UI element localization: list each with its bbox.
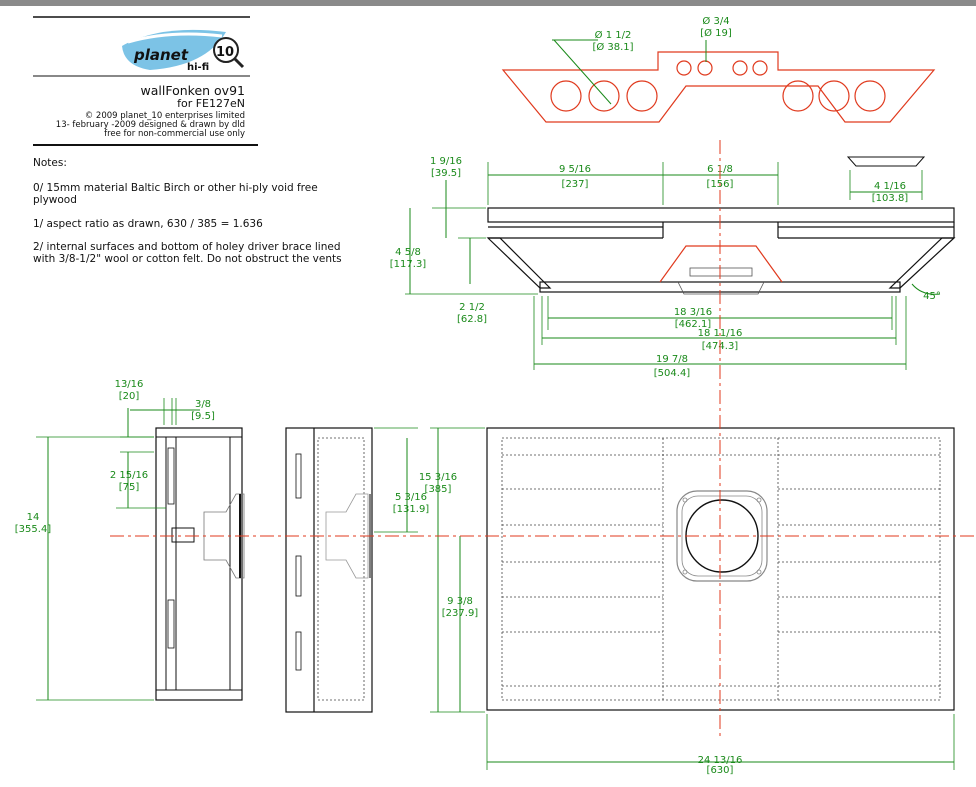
right-side-panel <box>888 237 956 289</box>
dim-9-3-8-b: [237.9] <box>442 608 479 619</box>
dim-4-1-16-a: 4 1/16 <box>874 181 906 192</box>
dim-19-7-8-a: 19 7/8 <box>656 354 688 365</box>
note-0-line-1: 0/ 15mm material Baltic Birch or other h… <box>33 182 318 194</box>
driver-section <box>689 267 753 277</box>
dim-19-7-8-b: [504.4] <box>654 368 691 379</box>
note-2-line-1: 2/ internal surfaces and bottom of holey… <box>33 241 341 253</box>
dim-1-9-16-b: [39.5] <box>431 168 461 179</box>
note-0-line-2: plywood <box>33 194 77 206</box>
section-view: 9 5/16 [237] 6 1/8 [156] 4 1/16 [103.8] … <box>390 156 956 379</box>
dim-3-8-b: [9.5] <box>191 411 215 422</box>
driver-side-profile-2 <box>325 493 369 579</box>
logo-planet-text: planet <box>133 46 189 64</box>
sheet-top-bar <box>0 0 976 6</box>
dim-1-9-16-a: 1 9/16 <box>430 156 462 167</box>
planet10-logo: planet hi-fi 10 <box>122 29 245 73</box>
dim-14-b: [355.4] <box>15 524 52 535</box>
small-hole-1 <box>676 60 692 76</box>
dim-4-5-8-b: [117.3] <box>390 259 427 270</box>
dim-4-5-8-a: 4 5/8 <box>395 247 421 258</box>
vent-hole-1 <box>550 80 582 112</box>
dim-3-8-a: 3/8 <box>195 399 211 410</box>
dim-13-16-a: 13/16 <box>115 379 144 390</box>
dim-18-3-16-a: 18 3/16 <box>674 307 712 318</box>
vent-hole-4 <box>782 80 814 112</box>
small-hole-4 <box>752 60 768 76</box>
driver-brace-view: Ø 1 1/2 [Ø 38.1] Ø 3/4 [Ø 19] <box>501 15 936 123</box>
copyright-line: © 2009 planet_10 enterprises limited <box>85 111 245 121</box>
notes-heading: Notes: <box>33 157 67 169</box>
dim-14-a: 14 <box>27 512 40 523</box>
title-block: planet hi-fi 10 wallFonken ov91 for FE12… <box>33 16 258 146</box>
dim-5-3-16-b: [131.9] <box>393 504 430 515</box>
small-hole-3 <box>732 60 748 76</box>
note-1: 1/ aspect ratio as drawn, 630 / 385 = 1.… <box>33 218 263 230</box>
dim-2-15-16-b: [75] <box>119 482 140 493</box>
dim-9-5-16-b: [237] <box>562 179 589 190</box>
dim-5-3-16-a: 5 3/16 <box>395 492 427 503</box>
left-side-panel <box>486 237 552 289</box>
side-view-left: 13/16 [20] 3/8 [9.5] 2 15/16 [75] 14 [35… <box>15 379 245 701</box>
dim-15-3-16-a: 15 3/16 <box>419 472 457 483</box>
dim-24-13-16-a: 24 13/16 <box>698 755 743 766</box>
dim-2-15-16-a: 2 15/16 <box>110 470 148 481</box>
dim-hole-diameter-b: [Ø 38.1] <box>592 41 633 53</box>
logo-hifi-text: hi-fi <box>187 62 209 73</box>
drawing-subtitle: for FE127eN <box>177 97 245 110</box>
dim-9-5-16-a: 9 5/16 <box>559 164 591 175</box>
dim-13-16-b: [20] <box>119 391 140 402</box>
side-view-middle: 5 3/16 [131.9] <box>285 427 430 713</box>
top-panel <box>487 207 955 223</box>
vent-hole-3 <box>626 80 658 112</box>
dim-hole-diameter-a: Ø 1 1/2 <box>595 29 632 41</box>
dim-24-13-16-b: [630] <box>707 765 734 776</box>
dim-small-hole-b: [Ø 19] <box>700 27 732 39</box>
notes-block: Notes: 0/ 15mm material Baltic Birch or … <box>33 157 342 265</box>
dim-2-1-2-b: [62.8] <box>457 314 487 325</box>
small-hole-2 <box>697 60 713 76</box>
dim-9-3-8-a: 9 3/8 <box>447 596 473 607</box>
dim-angle-45: 45° <box>923 291 941 302</box>
dim-4-1-16-b: [103.8] <box>872 193 909 204</box>
date-line: 13- february -2009 designed & drawn by d… <box>56 120 245 130</box>
license-line: free for non-commercial use only <box>104 129 245 139</box>
dim-15-3-16-b: [385] <box>425 484 452 495</box>
slot-detail <box>846 156 926 167</box>
brace-outline <box>501 51 936 123</box>
front-view: 15 3/16 [385] 9 3/8 [237.9] 24 13/16 [63… <box>419 427 955 776</box>
dim-18-3-16-b: [462.1] <box>675 319 712 330</box>
dim-2-1-2-a: 2 1/2 <box>459 302 485 313</box>
drawing-title: wallFonken ov91 <box>141 83 245 98</box>
section-brace <box>659 245 783 283</box>
dim-small-hole-a: Ø 3/4 <box>702 15 729 27</box>
note-2-line-2: with 3/8-1/2" wool or cotton felt. Do no… <box>33 253 342 265</box>
vent-hole-2 <box>588 80 620 112</box>
logo-10-text: 10 <box>216 45 234 60</box>
vent-hole-5 <box>818 80 850 112</box>
driver-side-profile <box>203 493 245 579</box>
vent-hole-6 <box>854 80 886 112</box>
